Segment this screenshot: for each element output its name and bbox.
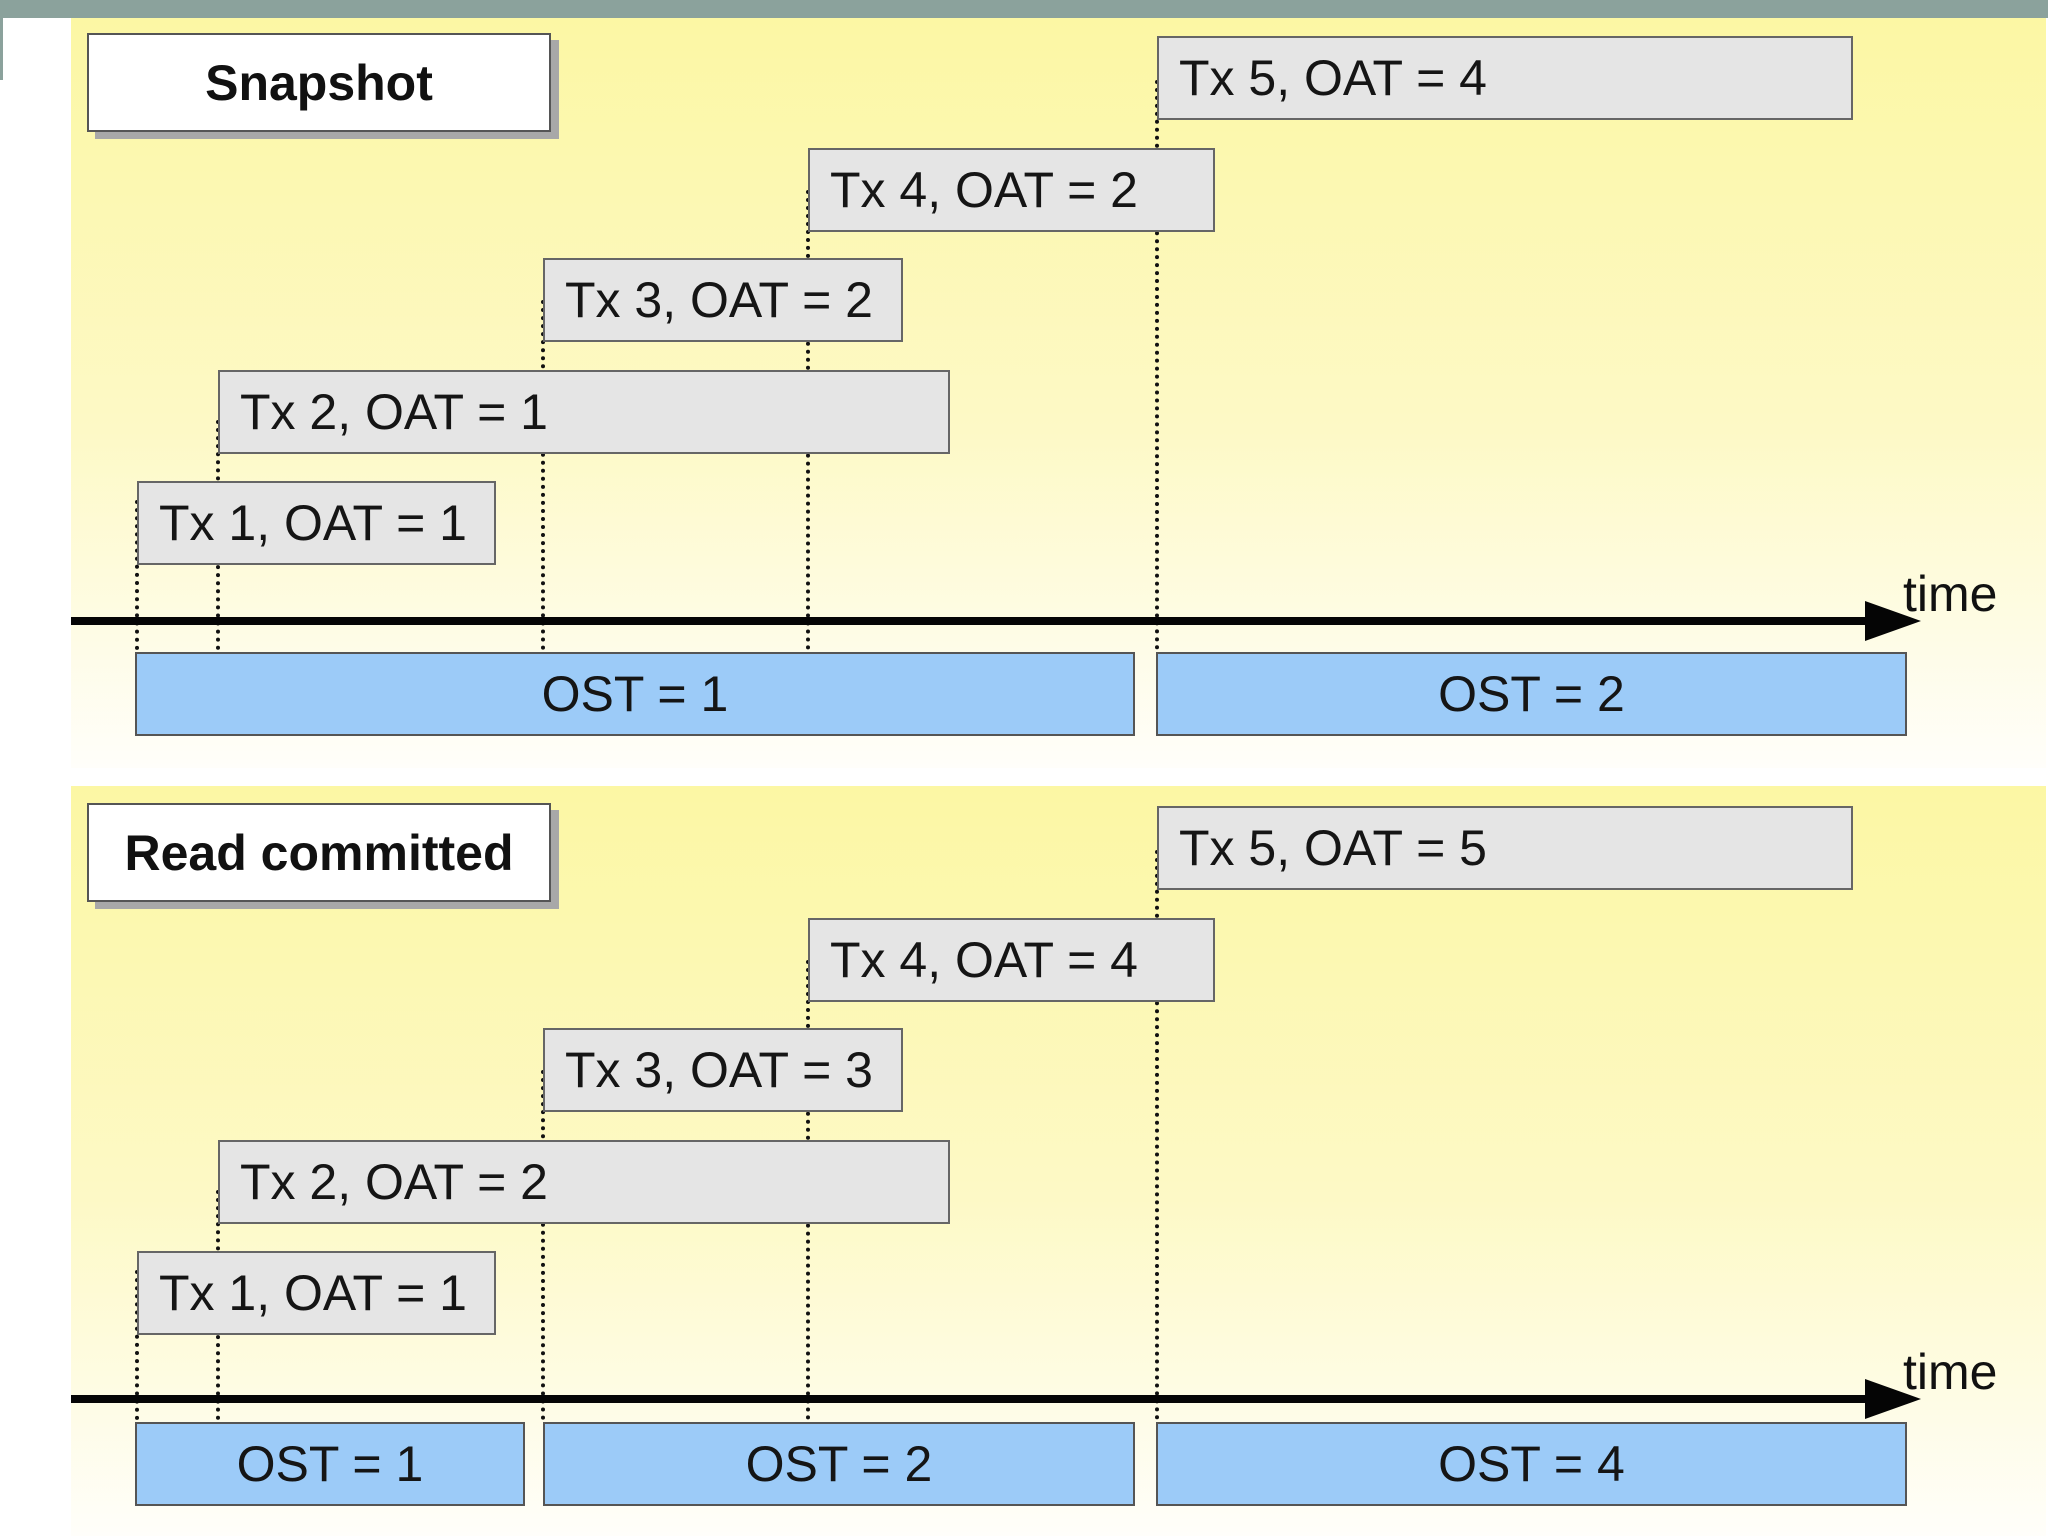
transaction-box-tx1: Tx 1, OAT = 1 — [137, 1251, 496, 1335]
tx5-start-marker — [1155, 80, 1159, 650]
tx1-start-marker — [135, 500, 139, 650]
transaction-box-tx1: Tx 1, OAT = 1 — [137, 481, 496, 565]
ost-box-2: OST = 2 — [543, 1422, 1135, 1506]
time-axis-label: time — [1903, 1344, 1998, 1400]
transaction-box-tx4: Tx 4, OAT = 4 — [808, 918, 1215, 1002]
tx3-start-marker — [541, 300, 545, 650]
transaction-box-tx2: Tx 2, OAT = 2 — [218, 1140, 950, 1224]
tx5-start-marker — [1155, 850, 1159, 1420]
ost-box-3: OST = 4 — [1156, 1422, 1907, 1506]
tx3-start-marker — [541, 1070, 545, 1420]
ost-box-1: OST = 1 — [135, 1422, 525, 1506]
transaction-box-tx5: Tx 5, OAT = 4 — [1157, 36, 1853, 120]
time-axis-arrow — [1865, 601, 1921, 641]
transaction-box-tx2: Tx 2, OAT = 1 — [218, 370, 950, 454]
time-axis-line — [71, 617, 1871, 625]
panel-title: Snapshot — [87, 33, 551, 132]
corner-line — [0, 18, 3, 80]
time-axis-label: time — [1903, 566, 1998, 622]
panel-title: Read committed — [87, 803, 551, 902]
ost-box-1: OST = 1 — [135, 652, 1135, 736]
transaction-box-tx5: Tx 5, OAT = 5 — [1157, 806, 1853, 890]
transaction-box-tx3: Tx 3, OAT = 3 — [543, 1028, 903, 1112]
time-axis-line — [71, 1395, 1871, 1403]
header-bar — [0, 0, 2048, 18]
ost-box-2: OST = 2 — [1156, 652, 1907, 736]
tx1-start-marker — [135, 1270, 139, 1420]
time-axis-arrow — [1865, 1379, 1921, 1419]
transaction-box-tx4: Tx 4, OAT = 2 — [808, 148, 1215, 232]
transaction-box-tx3: Tx 3, OAT = 2 — [543, 258, 903, 342]
